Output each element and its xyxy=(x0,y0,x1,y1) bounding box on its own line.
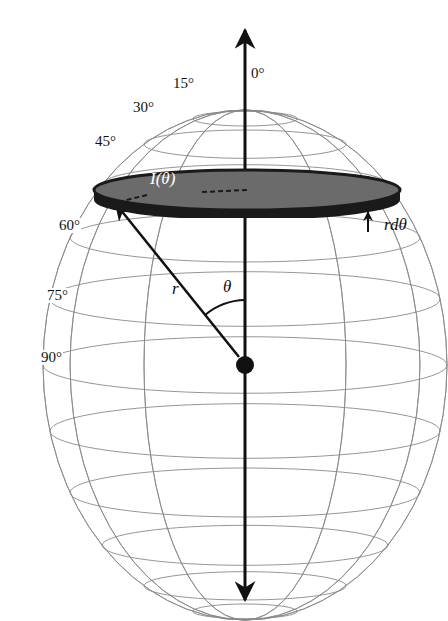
radius-label: r xyxy=(172,280,179,297)
axis-arrow xyxy=(244,30,247,600)
thickness-label: rdθ xyxy=(384,216,407,233)
intensity-label: I(θ) xyxy=(150,170,175,187)
theta-arc xyxy=(205,300,245,315)
angle-label: 75° xyxy=(46,288,69,303)
angle-label: 60° xyxy=(58,218,81,233)
ring-disk: I(θ) xyxy=(92,166,402,218)
radius-arrow xyxy=(116,204,239,357)
theta-label: θ xyxy=(223,278,231,295)
latitude-line xyxy=(193,604,298,619)
disk-shape xyxy=(92,166,402,218)
thickness-arrow xyxy=(367,212,369,232)
angle-label: 15° xyxy=(172,76,195,91)
angle-label: 30° xyxy=(132,100,155,115)
angle-label: 90° xyxy=(40,350,63,365)
angle-label: 45° xyxy=(94,134,117,149)
angle-label: 0° xyxy=(250,66,266,81)
center-dot xyxy=(236,356,254,374)
